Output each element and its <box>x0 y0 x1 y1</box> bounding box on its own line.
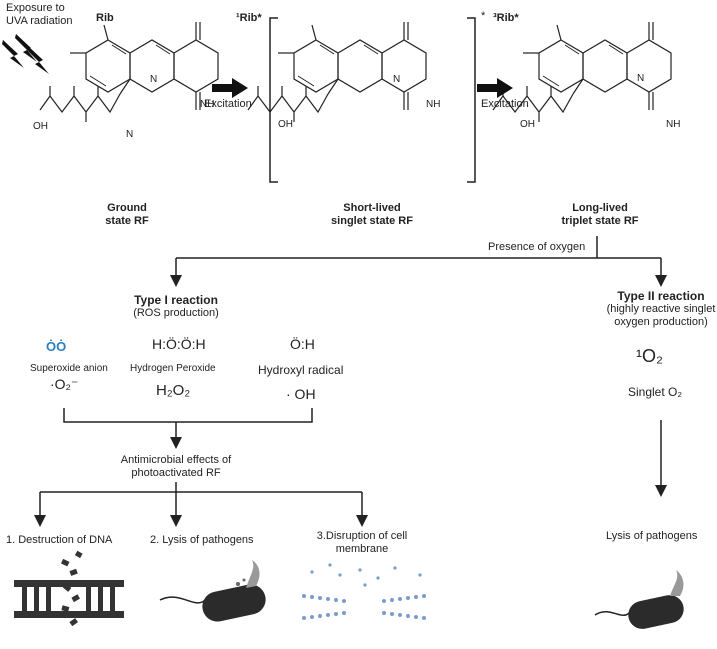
type2-title: Type II reaction <box>617 289 705 303</box>
antimicrobial-line-1: Antimicrobial effects of <box>120 454 232 466</box>
atom-n-2: N <box>126 129 134 140</box>
atom-n-1: N <box>150 74 158 85</box>
rib-triplet-label: ³Rib* <box>493 12 519 24</box>
effect-membrane-label: 3.Disruption of cell membrane <box>317 530 408 556</box>
atom-nh-3: NH <box>666 119 681 130</box>
lightning-icon <box>2 34 49 74</box>
type2-subtitle-2: oxygen production) <box>614 316 708 328</box>
singlet-line-2: singlet state RF <box>331 215 413 227</box>
atom-oh-2: OH <box>278 119 293 130</box>
triplet-state-label: Long-lived triplet state RF <box>561 202 638 228</box>
h2o2-formula: H₂O₂ <box>156 382 191 399</box>
type1-subtitle: (ROS production) <box>133 307 219 319</box>
excitation-arrow-2 <box>477 78 513 98</box>
singlet-state-molecule <box>247 21 427 123</box>
type2-result-label: Lysis of pathogens <box>606 530 698 542</box>
exposure-line-2: UVA radiation <box>6 15 73 27</box>
antimicrobial-line-2: photoactivated RF <box>131 467 221 479</box>
right-bracket <box>467 17 476 183</box>
effect-lysis-label: 2. Lysis of pathogens <box>150 534 254 546</box>
superoxide-lewis: ȮȮ <box>46 339 67 354</box>
hydroxyl-name: Hydroxyl radical <box>258 363 344 377</box>
singlet-state-label: Short-lived singlet state RF <box>331 202 413 228</box>
atom-nh-2: NH <box>426 99 441 110</box>
singlet-o2-formula: ¹O₂ <box>636 346 663 366</box>
atom-n-3: N <box>393 74 401 85</box>
left-bracket <box>269 17 278 183</box>
star-mark: * <box>481 10 486 22</box>
ground-line-2: state RF <box>105 215 149 227</box>
exposure-line-1: Exposure to <box>6 2 65 14</box>
oxygen-presence-label: Presence of oxygen <box>488 241 586 253</box>
bacterium-lysis-icon <box>159 560 266 622</box>
membrane-line-2: membrane <box>335 543 389 555</box>
bacterium-lysis-icon-2 <box>594 570 684 629</box>
superoxide-name: Superoxide anion <box>30 363 108 374</box>
type1-heading: Type I reaction (ROS production) <box>133 294 219 320</box>
type2-subtitle-1: (highly reactive singlet <box>606 303 716 315</box>
rib-singlet-label: ¹Rib* <box>236 12 262 24</box>
type2-heading: Type II reaction (highly reactive single… <box>607 290 716 329</box>
singlet-line-1: Short-lived <box>343 202 401 214</box>
ground-state-label: Ground state RF <box>105 202 148 228</box>
hydroxyl-formula: · OH <box>286 386 316 402</box>
excitation-label-1: Excitation <box>204 98 252 110</box>
excitation-label-2: Excitation <box>481 98 529 110</box>
triplet-line-2: triplet state RF <box>561 215 639 227</box>
membrane-line-1: 3.Disruption of cell <box>316 530 408 542</box>
h2o2-lewis: H:Ö:Ö:H <box>152 336 206 352</box>
h2o2-name: Hydrogen Peroxide <box>130 363 216 374</box>
triplet-line-1: Long-lived <box>572 202 628 214</box>
atom-oh-3: OH <box>520 119 535 130</box>
excitation-arrow-1 <box>212 78 248 98</box>
hydroxyl-lewis: Ö:H <box>290 336 315 352</box>
type1-title: Type I reaction <box>134 293 218 307</box>
atom-oh-1: OH <box>33 121 48 132</box>
effect-dna-label: 1. Destruction of DNA <box>6 534 113 546</box>
ros-collector <box>63 408 313 423</box>
atom-n-4: N <box>637 73 645 84</box>
membrane-disruption-icon <box>302 563 426 620</box>
ground-state-molecule <box>39 21 219 123</box>
ground-line-1: Ground <box>107 202 147 214</box>
antimicrobial-label: Antimicrobial effects of photoactivated … <box>121 454 231 480</box>
superoxide-formula: ·O₂⁻ <box>50 376 79 392</box>
rib-ground-label: Rib <box>96 12 114 24</box>
atom-nh: NH <box>200 99 215 110</box>
dna-damage-icon <box>14 550 124 627</box>
exposure-label: Exposure to UVA radiation <box>6 2 72 28</box>
singlet-o2-name: Singlet O₂ <box>628 385 683 399</box>
